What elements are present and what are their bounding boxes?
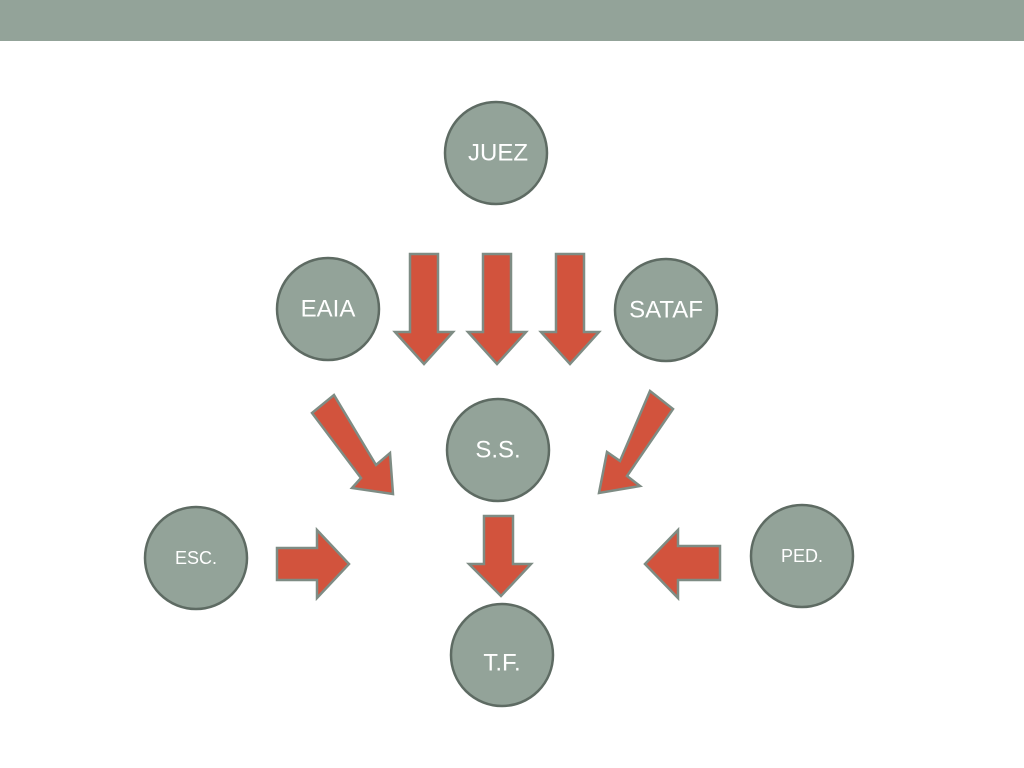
arrows-group [275,252,722,602]
node-ped-circle [749,503,855,609]
node-sataf-label: SATAF [629,297,703,324]
arrow-down-center [465,252,529,366]
node-sataf: SATAF [613,257,719,363]
node-juez-circle [443,100,549,206]
node-ss: S.S. [445,397,551,503]
node-tf-label: T.F. [483,650,520,677]
arrow-ss-to-tf [465,514,534,598]
node-sataf-circle [613,257,719,363]
node-esc-circle [143,505,249,611]
node-tf: T.F. [449,602,555,708]
node-ped: PED. [749,503,855,609]
node-juez: JUEZ [443,100,549,206]
arrow-sataf-diagonal [597,389,675,495]
arrow-down-left [392,252,456,366]
node-esc: ESC. [143,505,249,611]
arrow-esc-right [275,526,351,602]
node-eaia: EAIA [275,256,381,362]
node-tf-circle [449,602,555,708]
node-ss-circle [445,397,551,503]
arrow-ped-left [643,526,722,602]
node-eaia-circle [275,256,381,362]
node-ped-label: PED. [781,546,823,566]
arrow-eaia-diagonal [310,393,395,496]
top-banner [0,0,1024,41]
node-juez-label: JUEZ [468,140,528,167]
arrow-down-right [538,252,602,366]
node-eaia-label: EAIA [301,296,356,323]
node-ss-label: S.S. [475,437,520,464]
node-esc-label: ESC. [175,548,217,568]
